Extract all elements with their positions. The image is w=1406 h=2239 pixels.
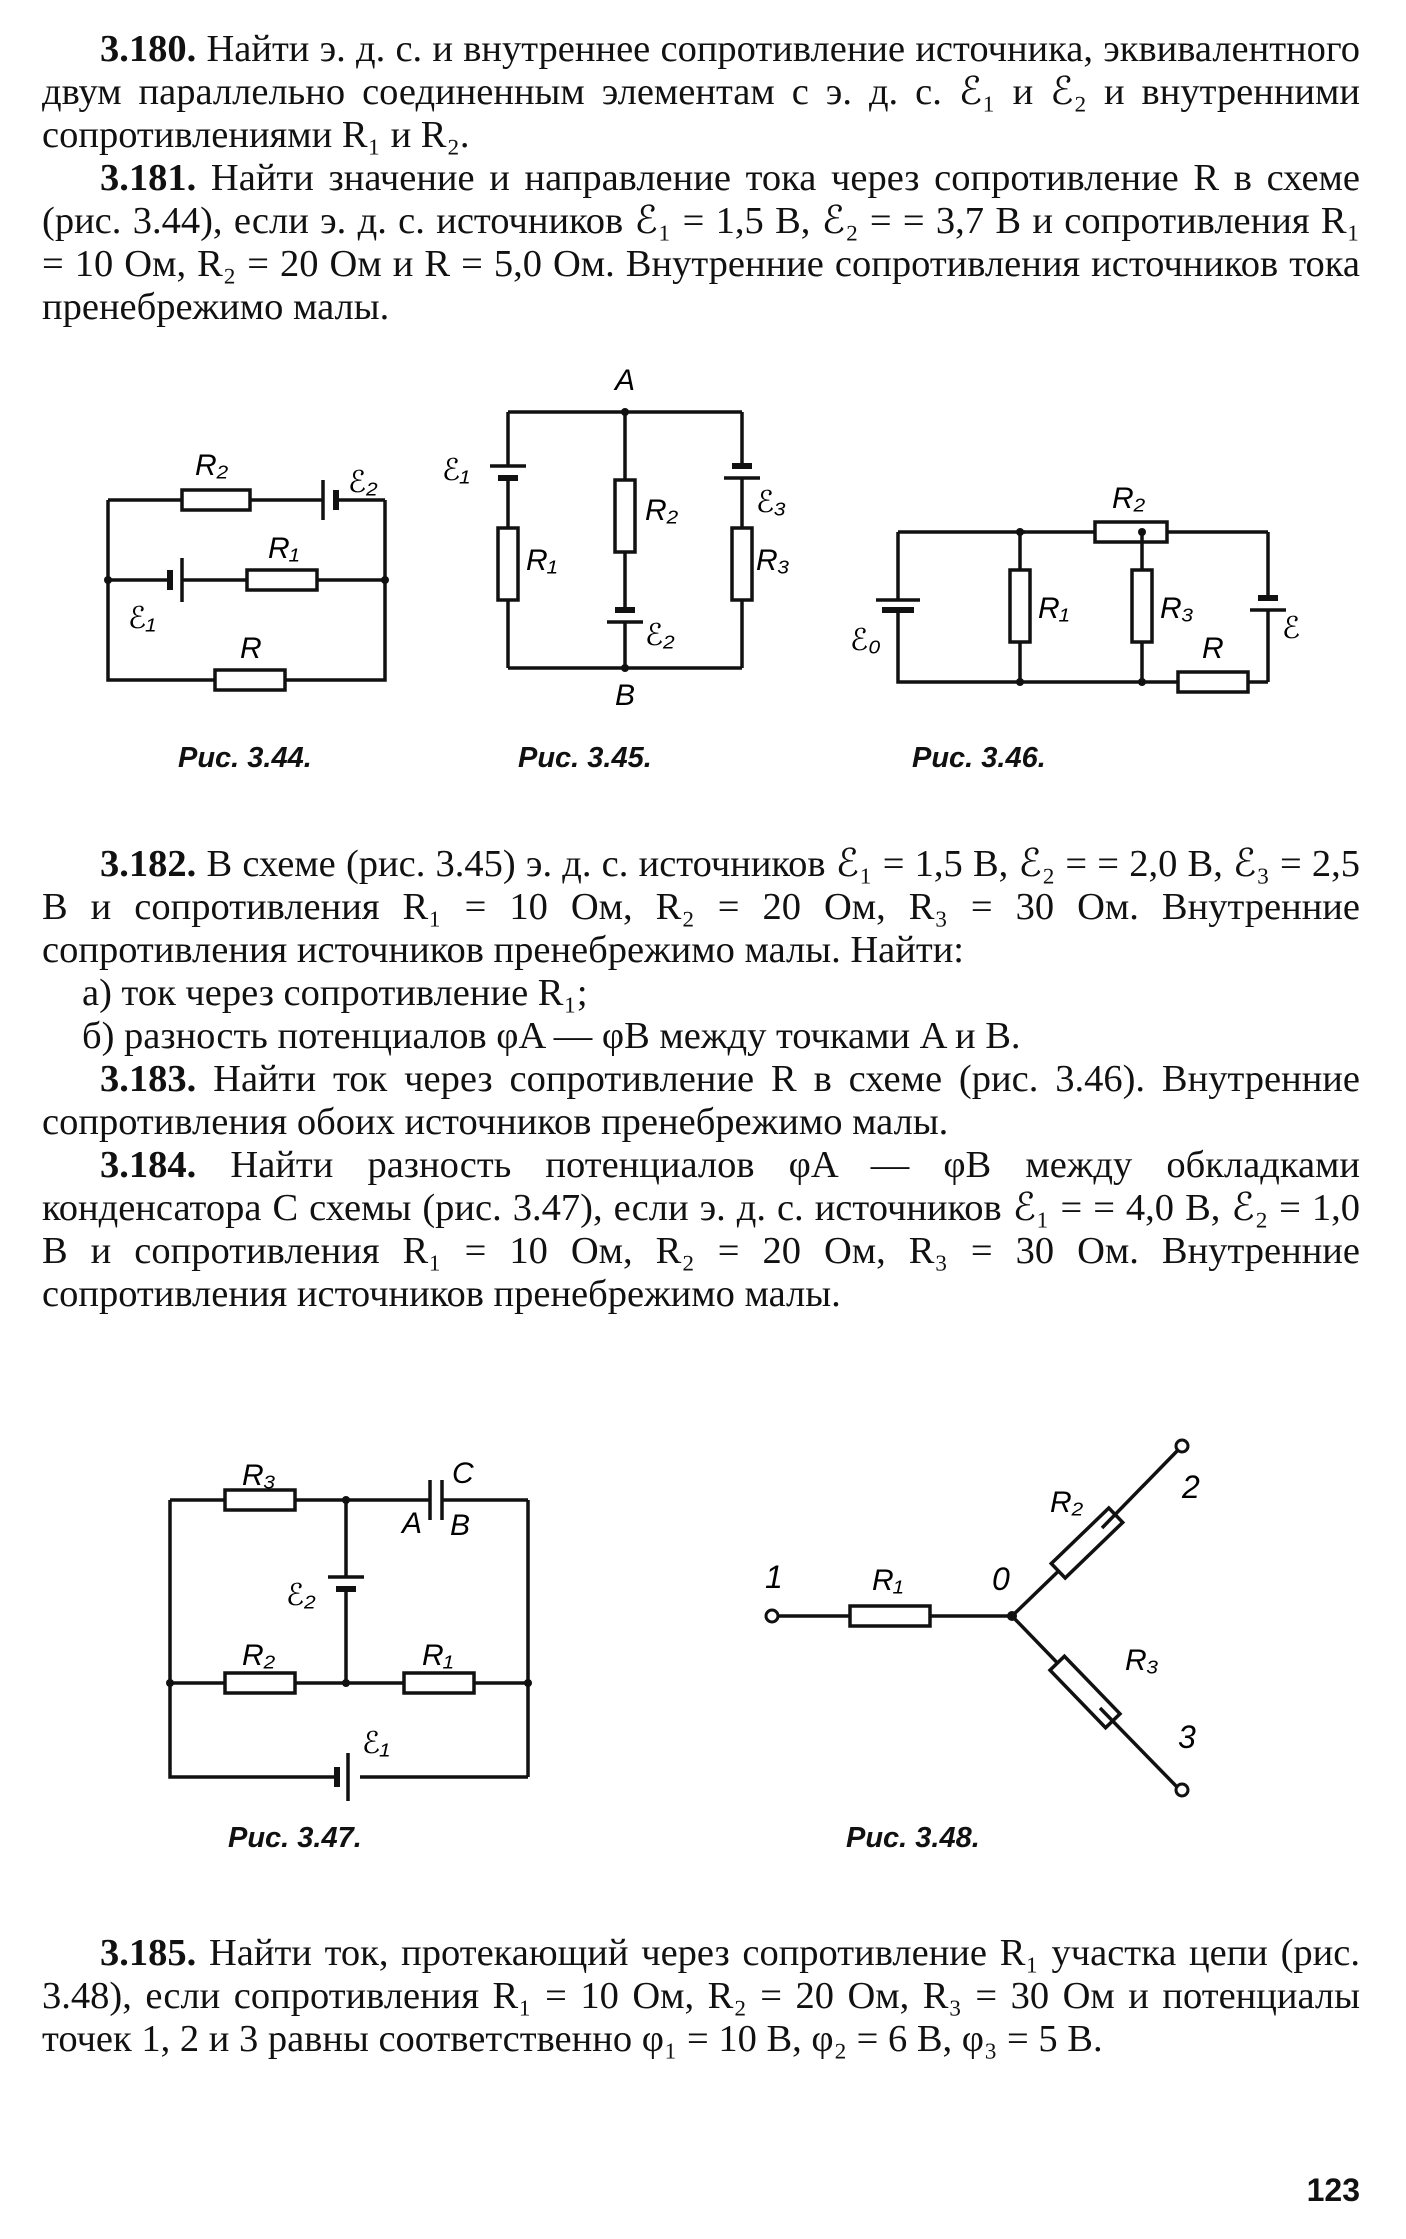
- label-C: C: [452, 1457, 474, 1490]
- label-R2: R₂: [645, 494, 679, 527]
- caption-3-46: Рис. 3.46.: [912, 742, 1046, 774]
- label-R3: R₃: [242, 1459, 276, 1492]
- caption-3-47: Рис. 3.47.: [228, 1822, 362, 1854]
- problem-text: В схеме (рис. 3.45) э. д. с. источников …: [42, 843, 1361, 971]
- label-R1: R₁: [526, 544, 557, 577]
- label-3: 3: [1178, 1719, 1196, 1755]
- problem-number: 3.182.: [100, 843, 197, 885]
- problem-text: Найти значение и направление тока через …: [42, 157, 1361, 328]
- figure-3-44: R₂ ℰ₂ R₁ ℰ₁ R: [100, 440, 400, 692]
- problem-3-182-a: а) ток через сопротивление R₁;: [82, 972, 588, 1014]
- label-R2: R₂: [242, 1639, 276, 1672]
- label-R1: R₁: [1038, 592, 1069, 625]
- figure-3-45: A B ℰ₁ R₁ R₂ ℰ₂ ℰ₃ R₃: [440, 360, 790, 720]
- label-A: A: [400, 1507, 422, 1540]
- label-E: ℰ: [1282, 612, 1300, 645]
- caption-3-44: Рис. 3.44.: [178, 742, 312, 774]
- problem-text: Найти ток, протекающий через сопротивлен…: [42, 1932, 1360, 2060]
- top-text-block: 3.180. Найти э. д. с. и внутреннее сопро…: [42, 28, 1360, 329]
- problem-3-185: 3.185. Найти ток, протекающий через сопр…: [42, 1932, 1360, 2061]
- figure-3-47: R₃ C A B ℰ₂ R₂ R₁ ℰ₁: [150, 1455, 550, 1815]
- bottom-text-block: 3.185. Найти ток, протекающий через сопр…: [42, 1932, 1360, 2061]
- problem-text: Найти ток через сопротивление R в схеме …: [42, 1058, 1360, 1143]
- middle-text-block: 3.182. В схеме (рис. 3.45) э. д. с. исто…: [42, 843, 1360, 1316]
- caption-3-48: Рис. 3.48.: [846, 1822, 980, 1854]
- problem-3-180: 3.180. Найти э. д. с. и внутреннее сопро…: [42, 28, 1360, 157]
- label-O: 0: [992, 1561, 1010, 1597]
- label-R1: R₁: [872, 1564, 903, 1597]
- problem-number: 3.184.: [100, 1144, 197, 1186]
- page-number: 123: [1306, 2172, 1360, 2208]
- label-E2: ℰ₂: [348, 466, 378, 499]
- label-R1: R₁: [422, 1639, 453, 1672]
- label-B: B: [615, 679, 635, 712]
- label-1: 1: [765, 1559, 783, 1595]
- problem-3-184: 3.184. Найти разность потенциалов φA — φ…: [42, 1144, 1360, 1316]
- problem-3-181: 3.181. Найти значение и направление тока…: [42, 157, 1360, 329]
- label-R3: R₃: [756, 544, 790, 577]
- problem-3-182: 3.182. В схеме (рис. 3.45) э. д. с. исто…: [42, 843, 1360, 972]
- label-A: A: [613, 364, 635, 397]
- problem-3-183: 3.183. Найти ток через сопротивление R в…: [42, 1058, 1360, 1144]
- problem-number: 3.183.: [100, 1058, 197, 1100]
- label-R3: R₃: [1125, 1644, 1159, 1677]
- label-2: 2: [1181, 1469, 1200, 1505]
- label-R2: R₂: [195, 449, 229, 482]
- label-E3: ℰ₃: [756, 486, 786, 519]
- label-R2: R₂: [1050, 1486, 1084, 1519]
- label-E1: ℰ₁: [128, 602, 156, 635]
- problem-number: 3.185.: [100, 1932, 197, 1974]
- problem-text: Найти разность потенциалов φA — φB между…: [42, 1144, 1360, 1315]
- label-E1: ℰ₁: [362, 1727, 390, 1760]
- circuit-diagram-3-44: R₂ ℰ₂ R₁ ℰ₁ R: [104, 449, 389, 692]
- problem-text: Найти э. д. с. и внутреннее сопротивлени…: [42, 28, 1360, 156]
- problem-number: 3.180.: [100, 28, 197, 70]
- label-R3: R₃: [1160, 592, 1194, 625]
- circuit-diagram-3-45: A B ℰ₁ R₁ R₂ ℰ₂ ℰ₃ R₃: [442, 364, 790, 712]
- caption-3-45: Рис. 3.45.: [518, 742, 652, 774]
- problem-3-182-b: б) разность потенциалов φA — φB между то…: [82, 1015, 1021, 1057]
- figure-3-48: 1 R₁ 0 R₂ 2 R₃ 3: [750, 1430, 1230, 1810]
- circuit-diagram-3-48: 1 R₁ 0 R₂ 2 R₃ 3: [764, 1438, 1200, 1798]
- problem-number: 3.181.: [100, 157, 197, 199]
- label-R: R: [1202, 632, 1224, 665]
- label-R1: R₁: [268, 532, 299, 565]
- label-B: B: [450, 1509, 470, 1542]
- label-E0: ℰ₀: [850, 624, 881, 657]
- figure-3-46: R₂ ℰ₀ R₁ R₃ R ℰ: [850, 470, 1300, 700]
- label-R2: R₂: [1112, 482, 1146, 515]
- label-E2: ℰ₂: [286, 1579, 316, 1612]
- circuit-diagram-3-46: R₂ ℰ₀ R₁ R₃ R ℰ: [850, 482, 1300, 694]
- circuit-diagram-3-47: R₃ C A B ℰ₂ R₂ R₁ ℰ₁: [166, 1457, 532, 1801]
- label-E1: ℰ₁: [442, 454, 470, 487]
- label-E2: ℰ₂: [645, 619, 675, 652]
- label-R: R: [240, 632, 262, 665]
